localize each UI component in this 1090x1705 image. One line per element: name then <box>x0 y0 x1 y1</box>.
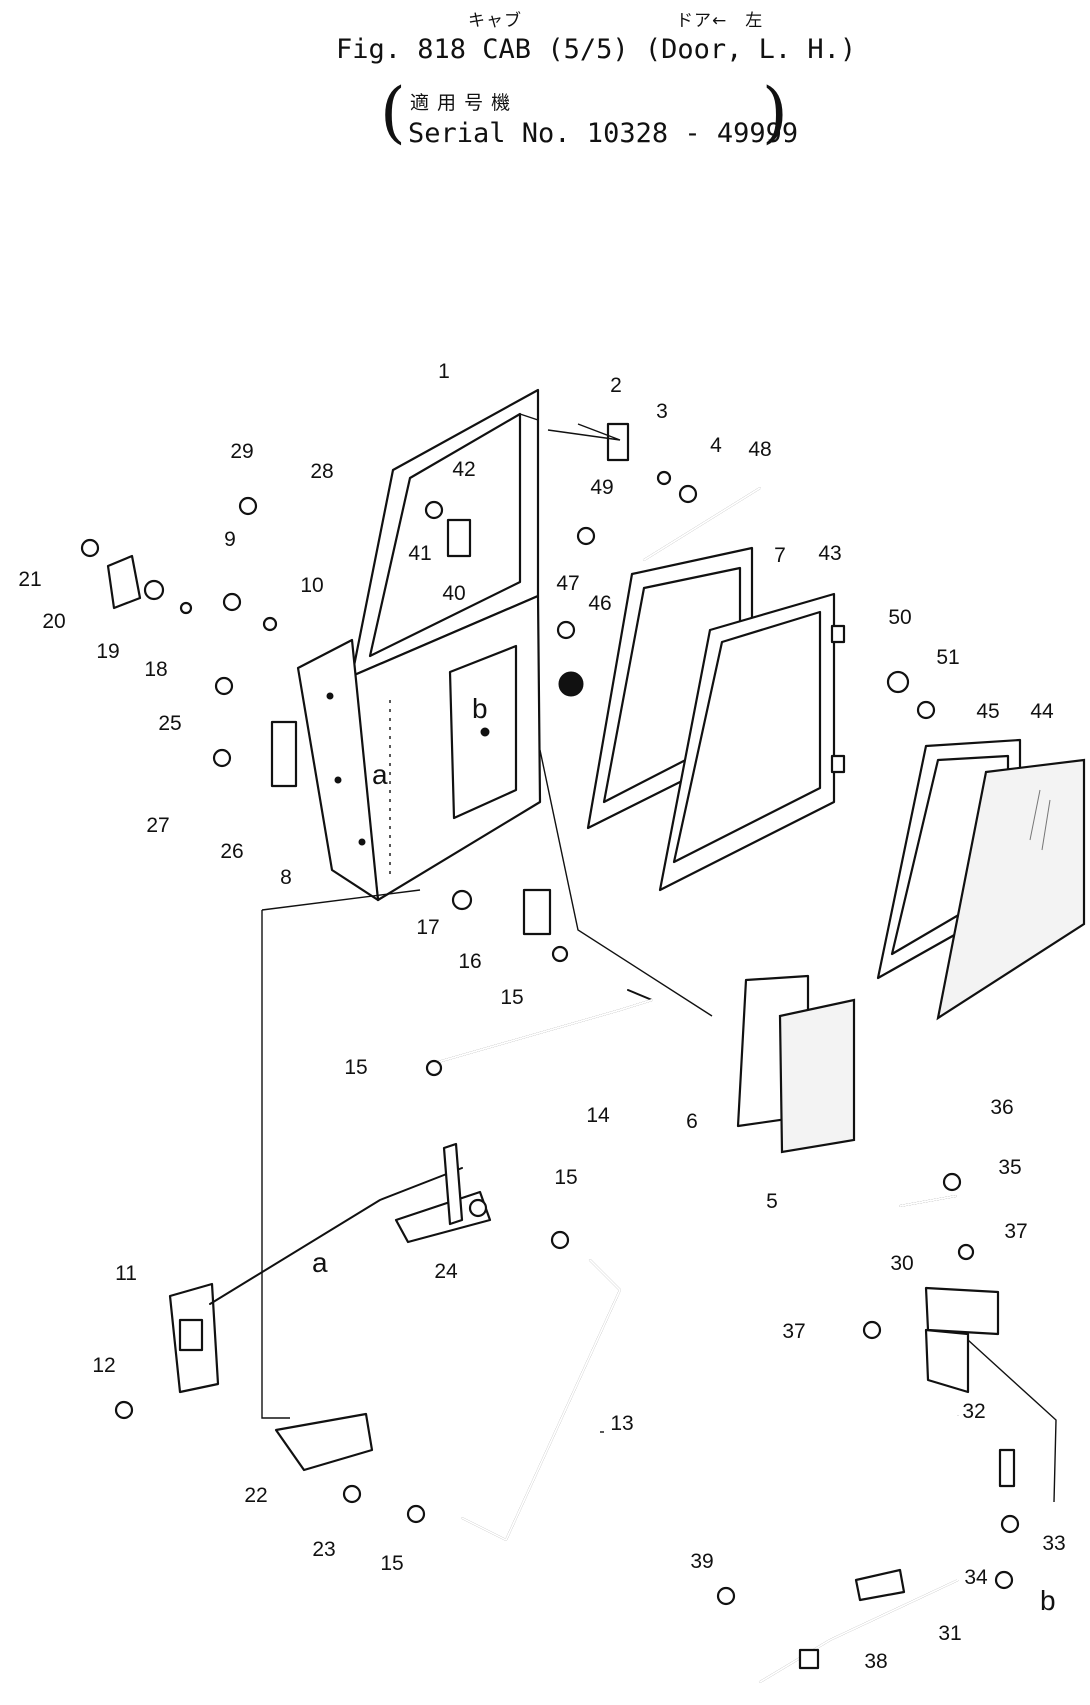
right-parenthesis: ) <box>762 74 788 151</box>
striker-22 <box>274 1412 374 1504</box>
callout-33: 33 <box>1042 1532 1065 1555</box>
callout-15: 15 <box>344 1056 367 1079</box>
callout-2: 2 <box>610 374 622 397</box>
guide-lines <box>261 423 1057 1503</box>
lever-24 <box>394 1142 492 1244</box>
callout-46: 46 <box>588 592 611 615</box>
latch-11 <box>168 1167 463 1394</box>
callout-50: 50 <box>888 606 911 629</box>
callout-17: 17 <box>416 916 439 939</box>
callout-41: 41 <box>408 542 431 565</box>
callout-27: 27 <box>146 814 169 837</box>
callout-42: 42 <box>452 458 475 481</box>
callout-40: 40 <box>442 582 465 605</box>
callout-18: 18 <box>144 658 167 681</box>
bracket-30 <box>924 1286 1000 1394</box>
cab-japanese-label: キャブ <box>468 11 522 31</box>
callout-24: 24 <box>434 1260 458 1283</box>
callout-49: 49 <box>590 476 613 499</box>
callout-19: 19 <box>96 640 119 663</box>
door-japanese-label: ドア← 左 <box>676 11 764 31</box>
callout-16: 16 <box>458 950 481 973</box>
serial-japanese-label: 適 用 号 機 <box>410 92 512 114</box>
callout-11: 11 <box>115 1262 137 1285</box>
callout-37: 37 <box>1004 1220 1027 1243</box>
callout-9: 9 <box>224 528 236 551</box>
callout-6: 6 <box>686 1110 698 1133</box>
callout-32: 32 <box>962 1400 985 1423</box>
callout-29: 29 <box>230 440 253 463</box>
callout-35: 35 <box>998 1156 1021 1179</box>
left-parenthesis: ( <box>380 74 406 151</box>
callout-10: 10 <box>300 574 323 597</box>
callout-15: 15 <box>554 1166 577 1189</box>
callout-1: 1 <box>438 360 450 383</box>
door-lower-panel <box>296 594 542 902</box>
callout-30: 30 <box>890 1252 913 1275</box>
callout-20: 20 <box>42 610 65 633</box>
callout-23: 23 <box>312 1538 335 1561</box>
callout-48: 48 <box>748 438 771 461</box>
ref-b-2: b <box>1040 1585 1056 1616</box>
callout-4: 4 <box>710 434 722 457</box>
callout-31: 31 <box>938 1622 961 1645</box>
callout-22: 22 <box>244 1484 267 1507</box>
small-window-6-5 <box>736 974 856 1154</box>
ref-a-1: a <box>372 759 388 790</box>
callout-36: 36 <box>990 1096 1013 1119</box>
callout-38: 38 <box>864 1650 887 1673</box>
callout-15: 15 <box>500 986 523 1009</box>
serial-range: Serial No. 10328 - 49999 <box>408 118 799 149</box>
callout-12: 12 <box>92 1354 115 1377</box>
callout-3: 3 <box>656 400 668 423</box>
callout-14: 14 <box>586 1104 610 1127</box>
callout-7: 7 <box>774 544 786 567</box>
callout-43: 43 <box>818 542 841 565</box>
sash-43 <box>658 592 846 892</box>
door-frame-upper <box>350 388 540 678</box>
callout-37: 37 <box>782 1320 805 1343</box>
callout-8: 8 <box>280 866 292 889</box>
callout-44: 44 <box>1030 700 1054 723</box>
callout-28: 28 <box>310 460 333 483</box>
seal-and-glass-45-44 <box>876 738 1086 1021</box>
ref-a-2: a <box>312 1247 328 1278</box>
ref-b-1: b <box>472 693 488 724</box>
callout-39: 39 <box>690 1550 713 1573</box>
callout-34: 34 <box>964 1566 988 1589</box>
callout-26: 26 <box>220 840 243 863</box>
callout-13: 13 <box>610 1412 633 1435</box>
callout-47: 47 <box>556 572 579 595</box>
callout-15: 15 <box>380 1552 403 1575</box>
callout-25: 25 <box>158 712 181 735</box>
callout-21: 21 <box>18 568 41 591</box>
callout-51: 51 <box>936 646 959 669</box>
hardware <box>80 422 1020 1670</box>
figure-title: Fig. 818 CAB (5/5) (Door, L. H.) <box>336 34 857 65</box>
callout-5: 5 <box>766 1190 778 1213</box>
callout-45: 45 <box>976 700 999 723</box>
